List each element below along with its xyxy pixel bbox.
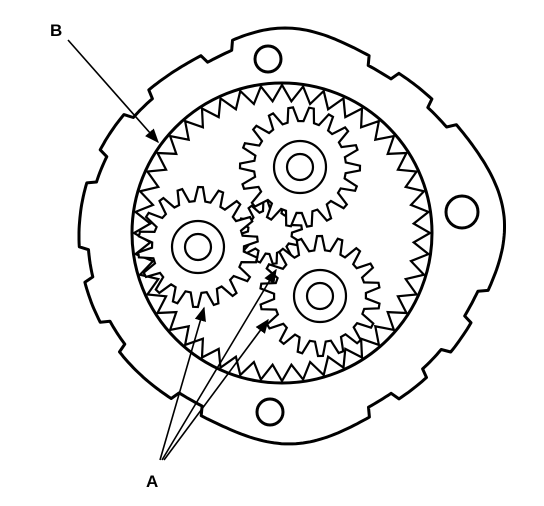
ring-gear-internal-teeth xyxy=(131,82,433,384)
planet-gear-left-teeth xyxy=(137,185,259,309)
bolt-hole-bottom xyxy=(255,397,285,427)
planet-gear-left-hub xyxy=(170,219,226,275)
planet-gear-left xyxy=(137,185,259,309)
planet-gear-top-hub xyxy=(272,139,328,195)
bolt-hole-right xyxy=(444,194,480,230)
leader-line-b xyxy=(67,39,159,144)
leader-line-a-right xyxy=(163,318,269,461)
callout-label-b: B xyxy=(50,21,62,40)
bolt-hole-top xyxy=(253,44,283,74)
leader-line-a-left xyxy=(159,306,206,461)
planet-gear-right-hub xyxy=(292,268,348,324)
planet-gear-left-bore xyxy=(183,232,213,262)
planet-gear-top xyxy=(238,106,362,228)
planet-gear-top-bore xyxy=(285,152,315,182)
callout-label-a: A xyxy=(146,472,158,491)
planet-gear-right-teeth xyxy=(259,234,381,358)
planet-gear-top-teeth xyxy=(238,106,362,228)
planet-gear-right-bore xyxy=(305,281,335,311)
planet-gear-right xyxy=(259,234,381,358)
leader-line-a-center xyxy=(161,268,277,461)
